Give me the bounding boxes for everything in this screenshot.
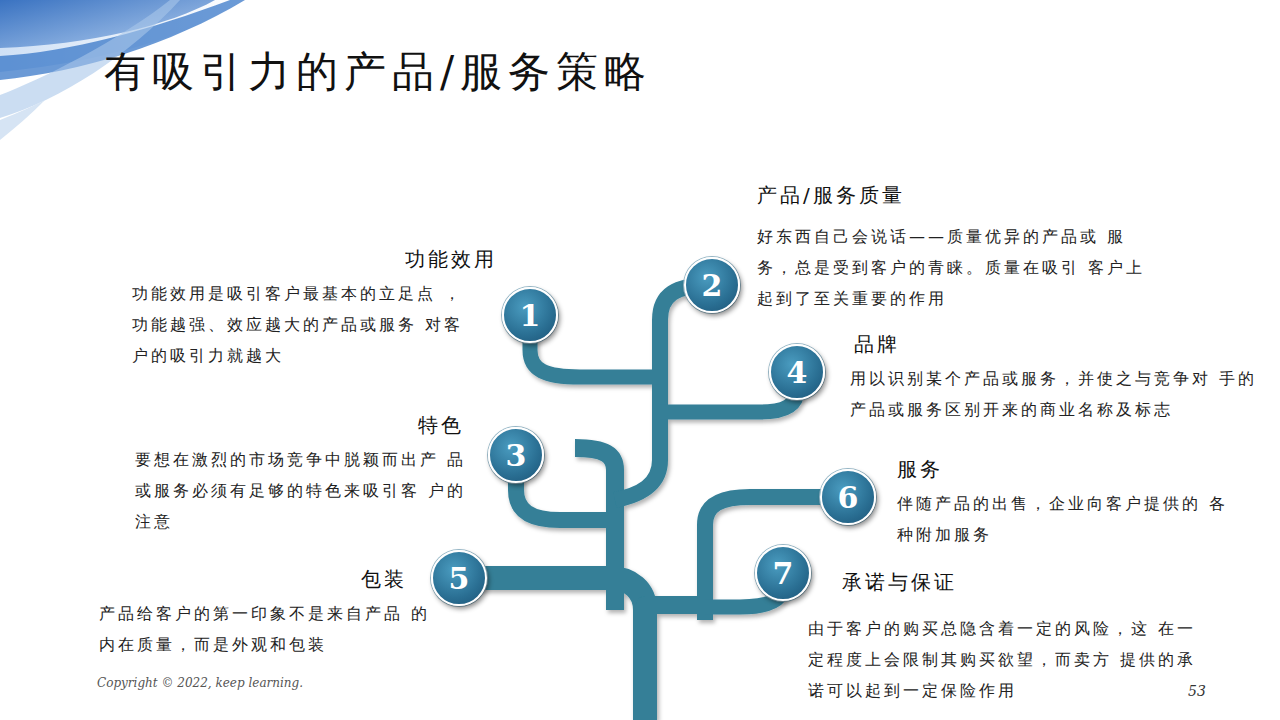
strategy-description: 产品给客户的第一印象不是来自产品 的内在质量，而是外观和包装 — [99, 598, 447, 660]
slide-title: 有吸引力的产品/服务策略 — [104, 44, 652, 100]
strategy-description: 好东西自己会说话——质量优异的产品或 服务，总是受到客户的青睐。质量在吸引 客户… — [757, 221, 1149, 314]
numbered-circle: 5包装产品给客户的第一印象不是来自产品 的内在质量，而是外观和包装 — [431, 550, 487, 606]
numbered-circle: 7承诺与保证由于客户的购买总隐含着一定的风险，这 在一定程度上会限制其购买欲望，… — [755, 545, 811, 601]
strategy-description: 伴随产品的出售，企业向客户提供的 各种附加服务 — [897, 488, 1245, 550]
strategy-description: 用以识别某个产品或服务，并使之与竞争对 手的产品或服务区别开来的商业名称及标志 — [850, 363, 1268, 425]
numbered-circle: 6服务伴随产品的出售，企业向客户提供的 各种附加服务 — [820, 469, 876, 525]
callout-number: 4 — [771, 346, 823, 398]
strategy-description: 功能效用是吸引客户最基本的立足点 ，功能越强、效应越大的产品或服务 对客户的吸引… — [132, 278, 480, 371]
strategy-heading: 特色 — [418, 412, 464, 439]
numbered-circle: 1功能效用功能效用是吸引客户最基本的立足点 ，功能越强、效应越大的产品或服务 对… — [502, 287, 558, 343]
numbered-circle: 3特色要想在激烈的市场竞争中脱颖而出产 品或服务必须有足够的特色来吸引客 户的注… — [488, 427, 544, 483]
copyright-note: Copyright © 2022, keep learning. — [97, 676, 303, 690]
numbered-circle: 2产品/服务质量好东西自己会说话——质量优异的产品或 服务，总是受到客户的青睐。… — [684, 257, 740, 313]
callout-number: 2 — [686, 259, 738, 311]
callout-number: 3 — [490, 429, 542, 481]
strategy-heading: 服务 — [897, 456, 943, 483]
numbered-circle: 4品牌用以识别某个产品或服务，并使之与竞争对 手的产品或服务区别开来的商业名称及… — [769, 344, 825, 400]
strategy-heading: 包装 — [361, 566, 407, 593]
strategy-description: 由于客户的购买总隐含着一定的风险，这 在一定程度上会限制其购买欲望，而卖方 提供… — [808, 613, 1200, 706]
strategy-heading: 品牌 — [854, 331, 900, 358]
page-number: 53 — [1188, 683, 1206, 699]
strategy-description: 要想在激烈的市场竞争中脱颖而出产 品或服务必须有足够的特色来吸引客 户的注意 — [135, 444, 483, 537]
callout-number: 6 — [822, 471, 874, 523]
strategy-heading: 功能效用 — [405, 246, 497, 273]
callout-number: 5 — [433, 552, 485, 604]
strategy-heading: 产品/服务质量 — [757, 182, 905, 209]
callout-number: 7 — [757, 547, 809, 599]
callout-number: 1 — [504, 289, 556, 341]
strategy-heading: 承诺与保证 — [842, 569, 957, 596]
